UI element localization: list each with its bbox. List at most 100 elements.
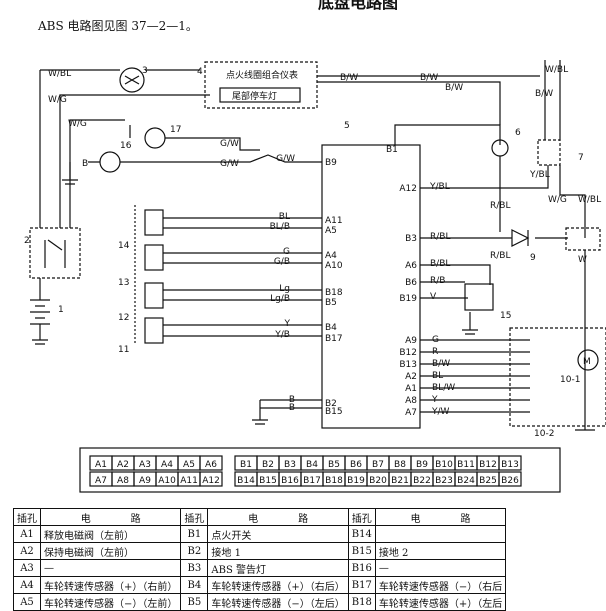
ecu-pin-label: B2 bbox=[325, 399, 337, 409]
ecu-pin-label: A2 bbox=[405, 372, 417, 382]
wire-label: B/W bbox=[445, 83, 463, 93]
circuit-cell: 接地 1 bbox=[207, 542, 349, 560]
wire-label: Y/B bbox=[274, 330, 290, 340]
connector-pin-label: B22 bbox=[413, 476, 431, 486]
component-number: 13 bbox=[118, 278, 129, 288]
wire-label: BL/B bbox=[270, 222, 290, 232]
connector-pin-label: A11 bbox=[180, 476, 198, 486]
wire-label: B/W bbox=[340, 73, 358, 83]
component-9-diode bbox=[511, 229, 530, 247]
relay-right bbox=[565, 227, 601, 251]
table-header: 插孔 bbox=[347, 508, 376, 526]
page-title: 底盘电路图 bbox=[318, 0, 399, 12]
ecu-pin-b1: B1 bbox=[386, 145, 398, 155]
circuit-cell: 车轮转速传感器（−）（右后 bbox=[374, 576, 507, 594]
wire-label: W/BL bbox=[578, 195, 601, 205]
connector-pin-label: A5 bbox=[183, 460, 195, 470]
wire-label: R bbox=[432, 347, 438, 357]
sensor-13 bbox=[144, 244, 322, 271]
ecu-pin-label: B9 bbox=[325, 158, 337, 168]
ecu-pin-label: B5 bbox=[325, 298, 337, 308]
table-header: 电 路 bbox=[39, 508, 182, 526]
component-10-2-box bbox=[509, 327, 606, 427]
connector-pin-label: B8 bbox=[394, 460, 406, 470]
connector-pin-label: B5 bbox=[328, 460, 340, 470]
connector-pin-label: A8 bbox=[117, 476, 129, 486]
wire-label: B/BL bbox=[430, 259, 450, 269]
component-1-battery bbox=[30, 299, 50, 325]
component-4-box bbox=[204, 61, 318, 109]
pin-cell: B15 bbox=[347, 542, 376, 560]
connector-pin-label: B4 bbox=[306, 460, 318, 470]
wire-label: Y/BL bbox=[529, 170, 550, 180]
connector-pin-label: A1 bbox=[95, 460, 107, 470]
wire-label: Y/W bbox=[431, 407, 450, 417]
connector-pin-label: B20 bbox=[369, 476, 387, 486]
wire-label: G/W bbox=[220, 159, 239, 169]
circuit-cell bbox=[374, 525, 507, 543]
wire-label: W bbox=[578, 255, 587, 265]
wire-label: R/BL bbox=[490, 201, 510, 211]
pin-cell: A1 bbox=[13, 525, 41, 543]
ecu-pin-label: A9 bbox=[405, 336, 417, 346]
sensor-12 bbox=[144, 282, 322, 309]
connector-pin-label: B16 bbox=[281, 476, 299, 486]
connector-pin-label: B9 bbox=[416, 460, 428, 470]
component-number: 3 bbox=[142, 66, 148, 76]
pin-cell: A3 bbox=[13, 559, 41, 577]
circuit-cell: ABS 警告灯 bbox=[207, 559, 349, 577]
wire-label: B/W bbox=[432, 359, 450, 369]
connector-cell bbox=[498, 471, 522, 487]
component-number: 5 bbox=[344, 121, 350, 131]
connector-pin-label: A9 bbox=[139, 476, 151, 486]
circuit-cell: 保持电磁阀（左前） bbox=[39, 542, 182, 560]
wire-label: B/W bbox=[535, 89, 553, 99]
wire-label: V bbox=[430, 292, 437, 302]
wire-label: G/W bbox=[276, 154, 295, 164]
pin-cell: A2 bbox=[13, 542, 41, 560]
wire-label: W/BL bbox=[48, 69, 71, 79]
component-number: 12 bbox=[118, 313, 129, 323]
box4-line1: 点火线圈组合仪表 bbox=[226, 69, 298, 81]
connector-pin-label: B10 bbox=[435, 460, 453, 470]
component-17-lamp bbox=[144, 127, 166, 149]
sensor-11 bbox=[144, 317, 322, 344]
ecu-pin-label: A5 bbox=[325, 226, 337, 236]
wire-label: R/BL bbox=[430, 232, 450, 242]
wire-label: Y bbox=[431, 395, 438, 405]
wire-label: BL/W bbox=[432, 383, 455, 393]
circuit-cell: 车轮转速传感器（+）（右后） bbox=[207, 576, 349, 594]
pin-cell: B4 bbox=[180, 576, 209, 594]
ecu-pin-label: B15 bbox=[325, 407, 343, 417]
table-header: 插孔 bbox=[13, 508, 41, 526]
ecu-pin-label: A7 bbox=[405, 408, 417, 418]
ecu-pin-label: A6 bbox=[405, 261, 417, 271]
wire-label: W/BL bbox=[545, 65, 568, 75]
connector-pin-label: B6 bbox=[350, 460, 362, 470]
table-header: 电 路 bbox=[207, 508, 349, 526]
connector-pin-label: A3 bbox=[139, 460, 151, 470]
wire-label: B bbox=[289, 395, 295, 405]
connector-frame bbox=[79, 447, 561, 493]
wire-label: R/BL bbox=[490, 251, 510, 261]
connector-pin-label: B14 bbox=[237, 476, 255, 486]
component-3-bulb bbox=[119, 67, 145, 93]
abs-ecu-box bbox=[321, 144, 421, 429]
connector-pin-label: B7 bbox=[372, 460, 384, 470]
ecu-pin-label: B12 bbox=[399, 348, 417, 358]
wire-label: Lg/B bbox=[270, 294, 290, 304]
wire-label: W/G bbox=[48, 95, 67, 105]
wire-label: Lg bbox=[279, 284, 290, 294]
connector-pin-label: B19 bbox=[347, 476, 365, 486]
component-number: 1 bbox=[58, 305, 64, 315]
wire-label: BL bbox=[279, 212, 290, 222]
circuit-cell: — bbox=[374, 559, 507, 577]
ecu-pin-label: B17 bbox=[325, 334, 343, 344]
circuit-cell: 接地 2 bbox=[374, 542, 507, 560]
connector-pin-label: B25 bbox=[479, 476, 497, 486]
